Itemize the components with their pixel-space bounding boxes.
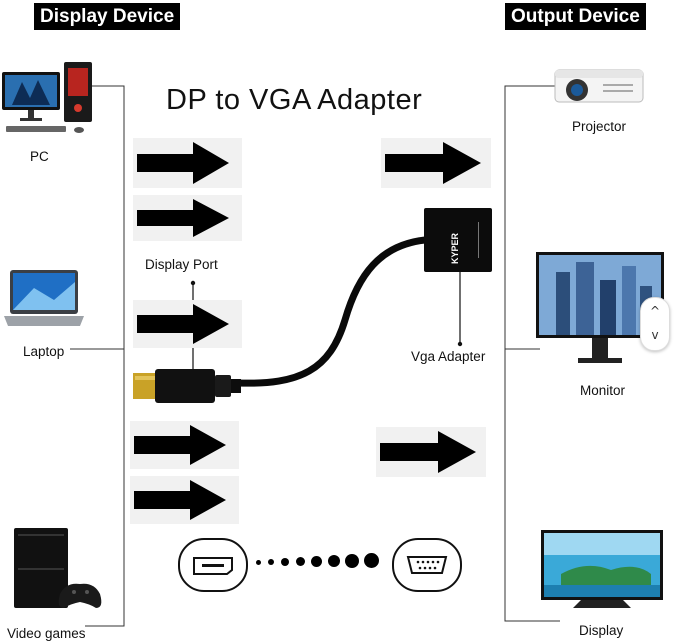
game-console-icon [14,528,102,608]
page-title: DP to VGA Adapter [166,84,423,116]
pc-icon [2,62,92,133]
projector-icon [554,69,644,103]
device-label-video-games: Video games [7,626,86,641]
vga-port-icon [392,538,462,592]
chevron-down-icon[interactable]: v [651,328,659,342]
progress-dot [345,554,359,568]
arrow-icon [130,421,239,469]
device-label-laptop: Laptop [23,344,65,359]
vga-adapter-label: Vga Adapter [411,349,486,364]
progress-dot [256,560,261,565]
device-label-monitor: Monitor [580,383,626,398]
progress-dot [364,553,379,568]
arrow-icon [130,476,239,524]
vga-adapter-body: KYPER [424,208,492,272]
adapter-brand: KYPER [450,232,460,264]
dp-plug-icon [133,369,241,403]
arrow-icon [133,138,242,188]
dp-port-icon [178,538,248,592]
arrow-icon [376,427,486,477]
chevron-up-icon[interactable]: ^ [649,304,661,318]
arrow-icon [381,138,491,188]
progress-dot [311,556,322,567]
scroll-control[interactable]: ^ v [640,297,670,351]
progress-dot [296,557,305,566]
progress-dot [281,558,289,566]
arrow-icon [133,195,242,241]
header-output-device: Output Device [505,3,646,30]
laptop-icon [4,270,84,326]
display-icon [541,530,663,608]
header-display-device: Display Device [34,3,181,30]
device-label-pc: PC [30,149,49,164]
device-label-display: Display [579,623,624,638]
progress-dot [268,559,274,565]
device-label-projector: Projector [572,119,627,134]
progress-dot [328,555,340,567]
display-port-label: Display Port [145,257,218,272]
arrow-icon [133,300,242,348]
